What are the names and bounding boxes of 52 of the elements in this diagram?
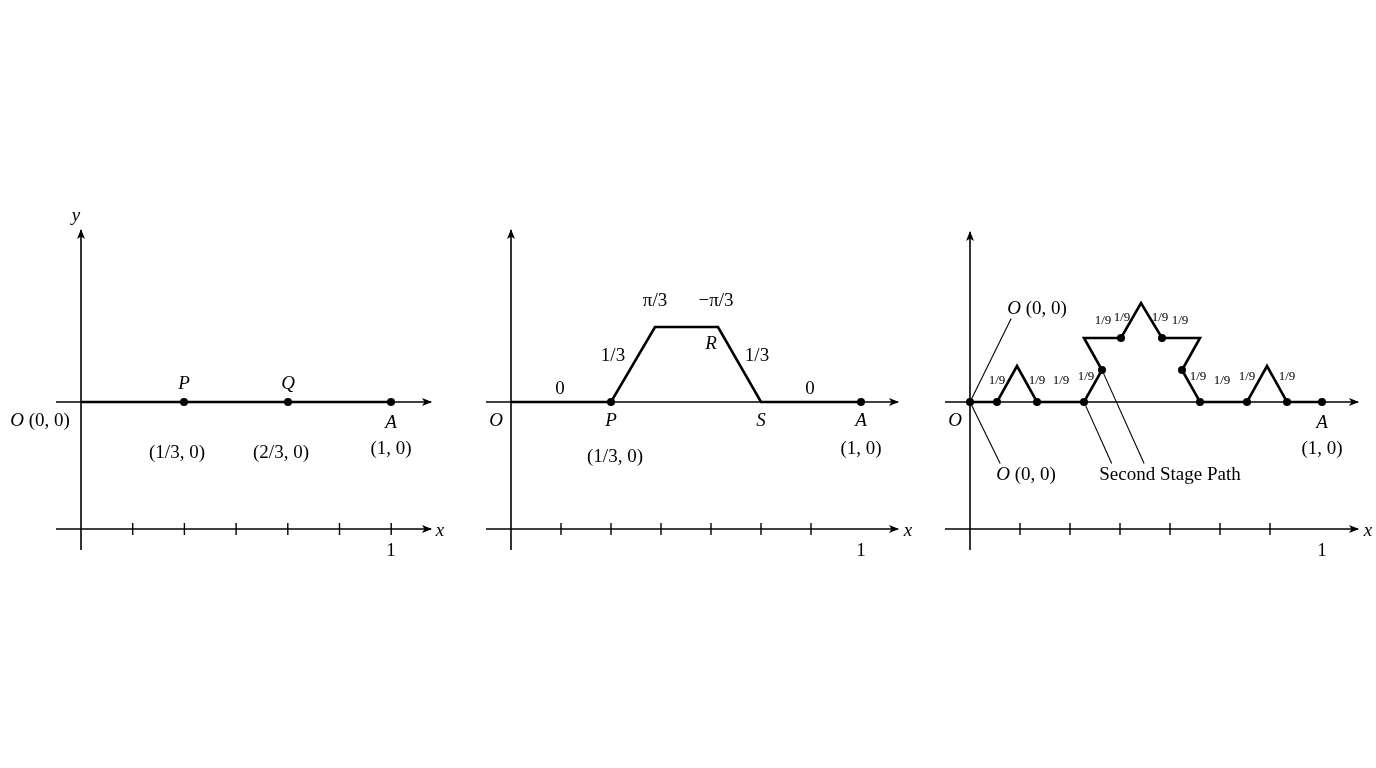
leader-line xyxy=(1085,405,1113,465)
point-label: S xyxy=(756,409,766,431)
tick-label: 1 xyxy=(856,539,866,561)
length-label: 1/9 xyxy=(1077,368,1095,384)
callout-label: O (0, 0) xyxy=(996,463,1056,485)
coordinate-label: (1, 0) xyxy=(840,437,882,459)
length-label: 1/9 xyxy=(1213,372,1231,388)
origin-dot xyxy=(966,398,974,406)
length-label: 1/9 xyxy=(1151,309,1169,325)
point-label: A xyxy=(1316,411,1328,433)
coordinate-label: (2/3, 0) xyxy=(253,441,309,463)
point-label: A xyxy=(385,411,397,433)
angle-label: π/3 xyxy=(642,289,668,311)
length-label: 1/9 xyxy=(1189,368,1207,384)
point-label: A xyxy=(855,409,867,431)
length-label: 1/9 xyxy=(1052,372,1070,388)
axis-label: x xyxy=(435,519,445,541)
angle-label: 0 xyxy=(555,377,565,399)
length-label: 1/9 xyxy=(1171,312,1189,328)
leader-line xyxy=(971,317,1012,399)
point-label: P xyxy=(605,409,617,431)
length-label: 1/3 xyxy=(600,344,626,366)
length-label: 1/9 xyxy=(988,372,1006,388)
axis-label: y xyxy=(71,204,81,226)
point-dot xyxy=(1080,398,1088,406)
point-dot xyxy=(1098,366,1106,374)
coordinate-label: (1, 0) xyxy=(370,437,412,459)
callout-label: Second Stage Path xyxy=(1099,463,1241,485)
point-label: P xyxy=(178,372,190,394)
leader-line xyxy=(971,405,1001,465)
length-label: 1/3 xyxy=(744,344,770,366)
length-label: 1/9 xyxy=(1028,372,1046,388)
length-label: 1/9 xyxy=(1113,309,1131,325)
point-label: O xyxy=(948,409,962,431)
angle-label: 0 xyxy=(805,377,815,399)
tick-label: 1 xyxy=(1317,539,1327,561)
point-label: Q xyxy=(281,372,295,394)
coordinate-label: (1/3, 0) xyxy=(149,441,205,463)
tick-label: 1 xyxy=(386,539,396,561)
coordinate-label: (1/3, 0) xyxy=(587,445,643,467)
length-label: 1/9 xyxy=(1278,368,1296,384)
callout-label: O (0, 0) xyxy=(1007,297,1067,319)
length-label: 1/9 xyxy=(1094,312,1112,328)
axis-label: x xyxy=(1363,519,1373,541)
point-label: R xyxy=(705,332,717,354)
point-label: O xyxy=(489,409,503,431)
angle-label: −π/3 xyxy=(698,289,734,311)
axis-label: x xyxy=(903,519,913,541)
leader-line xyxy=(1103,373,1145,465)
point-label: O (0, 0) xyxy=(10,409,70,431)
coordinate-label: (1, 0) xyxy=(1301,437,1343,459)
length-label: 1/9 xyxy=(1238,368,1256,384)
